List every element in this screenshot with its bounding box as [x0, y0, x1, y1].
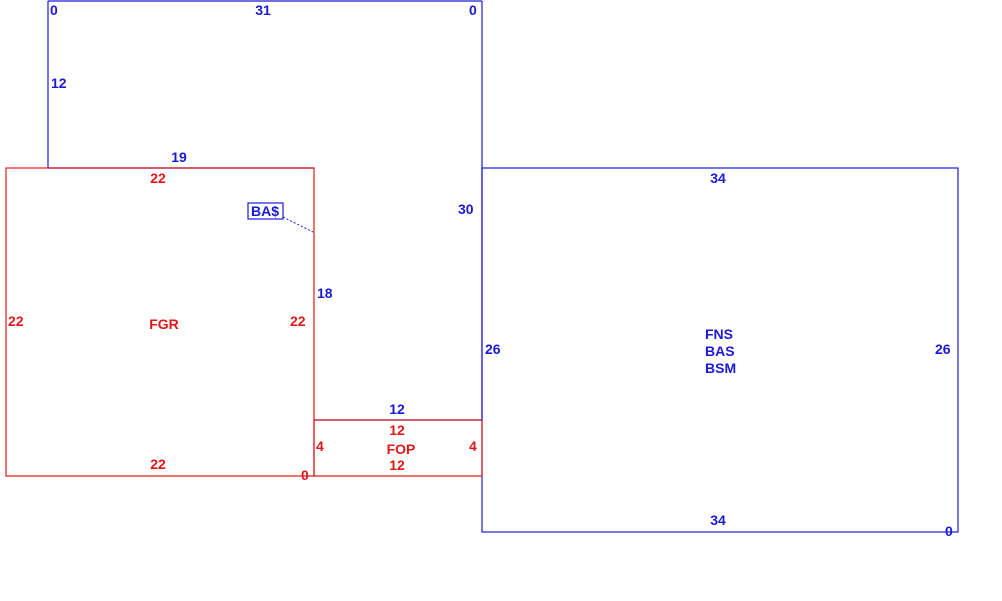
right-block-code-2: BAS: [705, 343, 735, 359]
fgr-outline: [5, 167, 315, 477]
fop-bottom-dim: 12: [389, 457, 405, 473]
fgr-bottom-dim: 22: [150, 456, 166, 472]
callout-label: BA$: [251, 203, 279, 219]
fgr-name: FGR: [149, 316, 179, 332]
right-block-right-dim: 26: [935, 341, 951, 357]
right-block-bottom-dim: 34: [710, 512, 726, 528]
right-block-left-dim: 26: [485, 341, 501, 357]
upper-right-dim: 30: [458, 201, 474, 217]
right-block-corner-dim: 0: [945, 523, 953, 539]
callout-leader: [282, 216, 314, 233]
fgr-right-dim: 22: [290, 313, 306, 329]
fop-right-dim: 4: [469, 438, 477, 454]
upper-left-dim: 12: [51, 75, 67, 91]
fop-name: FOP: [387, 441, 416, 457]
fgr-left-dim: 22: [8, 313, 24, 329]
upper-step-side-dim: 18: [317, 285, 333, 301]
fgr-top-dim: 22: [150, 170, 166, 186]
upper-step-bottom-dim: 12: [389, 401, 405, 417]
fgr-corner-dim: 0: [301, 467, 309, 483]
callout-box: [247, 202, 284, 220]
upper-top-dim: 31: [255, 2, 271, 18]
right-block-outline: [481, 167, 959, 533]
right-block-code-1: FNS: [705, 326, 733, 342]
upper-top-left-dim: 0: [50, 2, 58, 18]
upper-top-right-dim: 0: [469, 2, 477, 18]
fop-left-dim: 4: [316, 438, 324, 454]
upper-ledge-dim: 19: [171, 149, 187, 165]
right-block-top-dim: 34: [710, 170, 726, 186]
fop-top-dim: 12: [389, 422, 405, 438]
right-block-code-3: BSM: [705, 360, 736, 376]
fop-outline: [313, 419, 483, 477]
